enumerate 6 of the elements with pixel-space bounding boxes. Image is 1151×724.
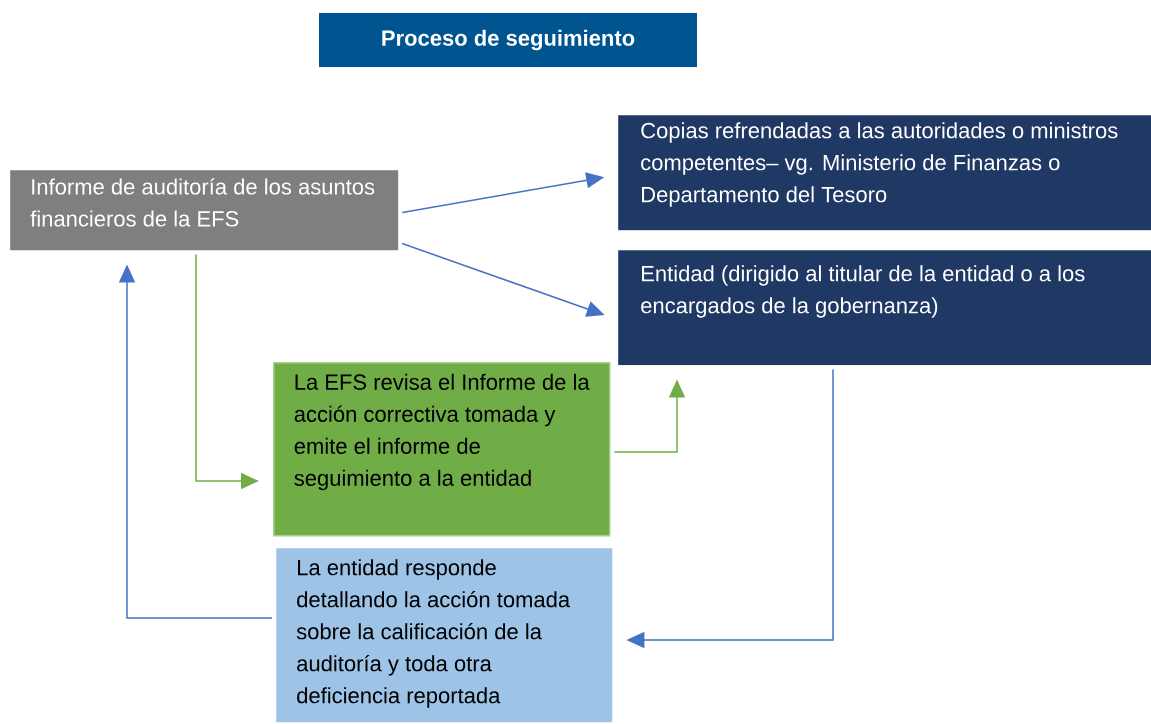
recipient-box: Copias refrendadas a las autoridades o ministros competentes– vg. Ministerio de Finanzas o Departamento del Tesoro bbox=[618, 115, 1151, 231]
title-banner: Proceso de seguimiento bbox=[319, 13, 697, 67]
report-box: Informe de auditoría de los asuntos financieros de la EFS bbox=[10, 170, 399, 251]
review-box: La EFS revisa el Informe de la acción correctiva tomada y emite el informe de seguimiento a la entidad bbox=[273, 362, 611, 537]
recipient-box: Entidad (dirigido al titular de la entidad o a los encargados de la gobernanza) bbox=[618, 250, 1151, 366]
response-box: La entidad responde detallando la acción tomada sobre la calificación de la auditoría y toda otra deficiencia reportada bbox=[276, 548, 613, 723]
